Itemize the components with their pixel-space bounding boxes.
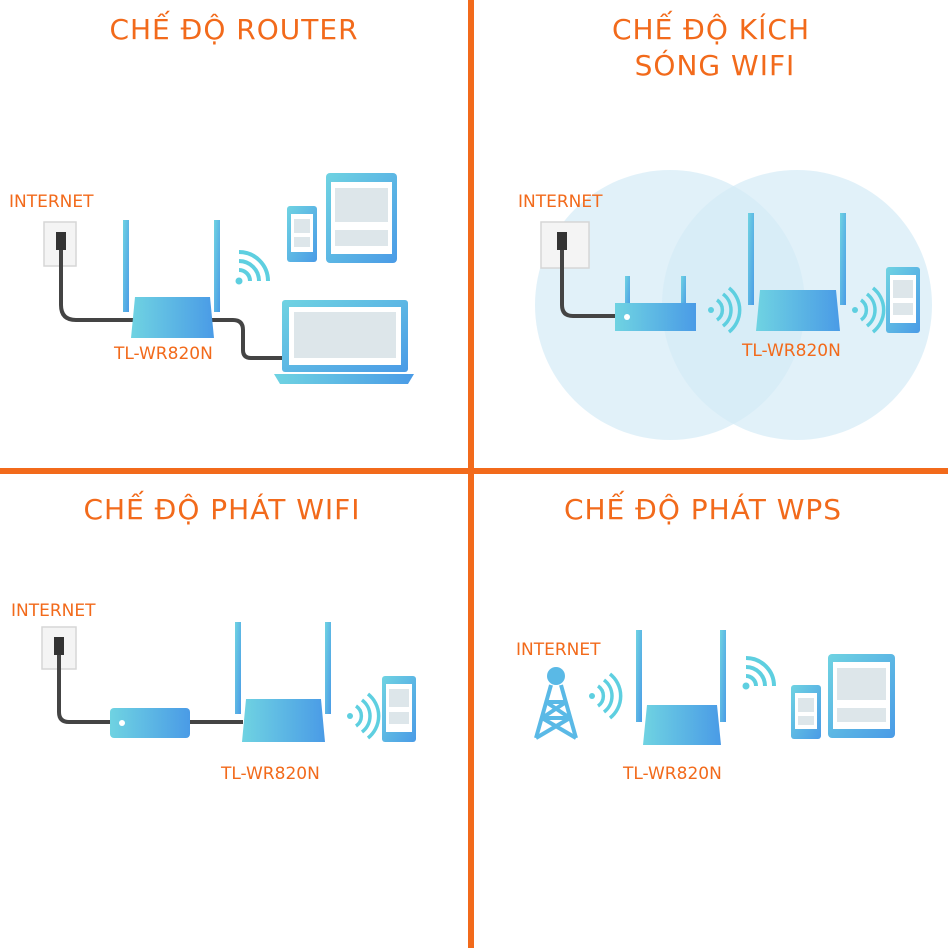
wifi-signal-icon [347, 692, 381, 740]
panel-access-point-device-label: TL-WR820N [221, 764, 320, 784]
panel-wps-device-label: TL-WR820N [623, 764, 722, 784]
panel-extender-device-label: TL-WR820N [742, 341, 841, 361]
wifi-signal-icon [589, 672, 623, 720]
panel-extender-internet-label: INTERNET [518, 192, 603, 212]
horizontal-divider [0, 468, 948, 474]
panel-access-point-artwork [41, 622, 416, 742]
router-icon [235, 622, 331, 742]
router-icon [748, 213, 846, 331]
cable [210, 318, 285, 360]
cable [560, 250, 617, 318]
panel-wps-internet-label: INTERNET [516, 640, 601, 660]
panel-access-point-title: CHẾ ĐỘ PHÁT WIFI [83, 493, 361, 526]
panel-wps-title: CHẾ ĐỘ PHÁT WPS [563, 493, 843, 526]
cable [57, 655, 112, 724]
wifi-signal-icon [235, 250, 270, 285]
panel-extender-title-line2: SÓNG WIFI [634, 49, 796, 82]
panel-access-point-internet-label: INTERNET [11, 601, 96, 621]
panel-router-title: CHẾ ĐỘ ROUTER [109, 13, 359, 46]
panel-router-device-label: TL-WR820N [114, 344, 213, 364]
wifi-signal-icon [852, 286, 886, 334]
laptop-icon [274, 300, 414, 384]
wifi-signal-icon [708, 286, 742, 334]
cable [59, 250, 135, 322]
panel-extender-artwork [535, 170, 932, 440]
panel-extender-title-line1: CHẾ ĐỘ KÍCH [611, 13, 811, 46]
tablet-icon [326, 173, 397, 263]
router-icon [123, 220, 220, 338]
router-icon [615, 276, 696, 331]
wifi-signal-icon [742, 656, 776, 690]
panel-router-artwork [43, 173, 414, 384]
phone-icon [382, 676, 416, 742]
wall-socket-icon [540, 221, 590, 269]
phone-icon [886, 267, 920, 333]
router-icon [636, 630, 726, 745]
tablet-icon [828, 654, 895, 738]
panel-wps-artwork [534, 630, 895, 745]
modem-icon [110, 708, 190, 738]
phone-icon [791, 685, 821, 739]
phone-icon [287, 206, 317, 262]
cell-tower-icon [534, 667, 578, 740]
panel-router-internet-label: INTERNET [9, 192, 94, 212]
